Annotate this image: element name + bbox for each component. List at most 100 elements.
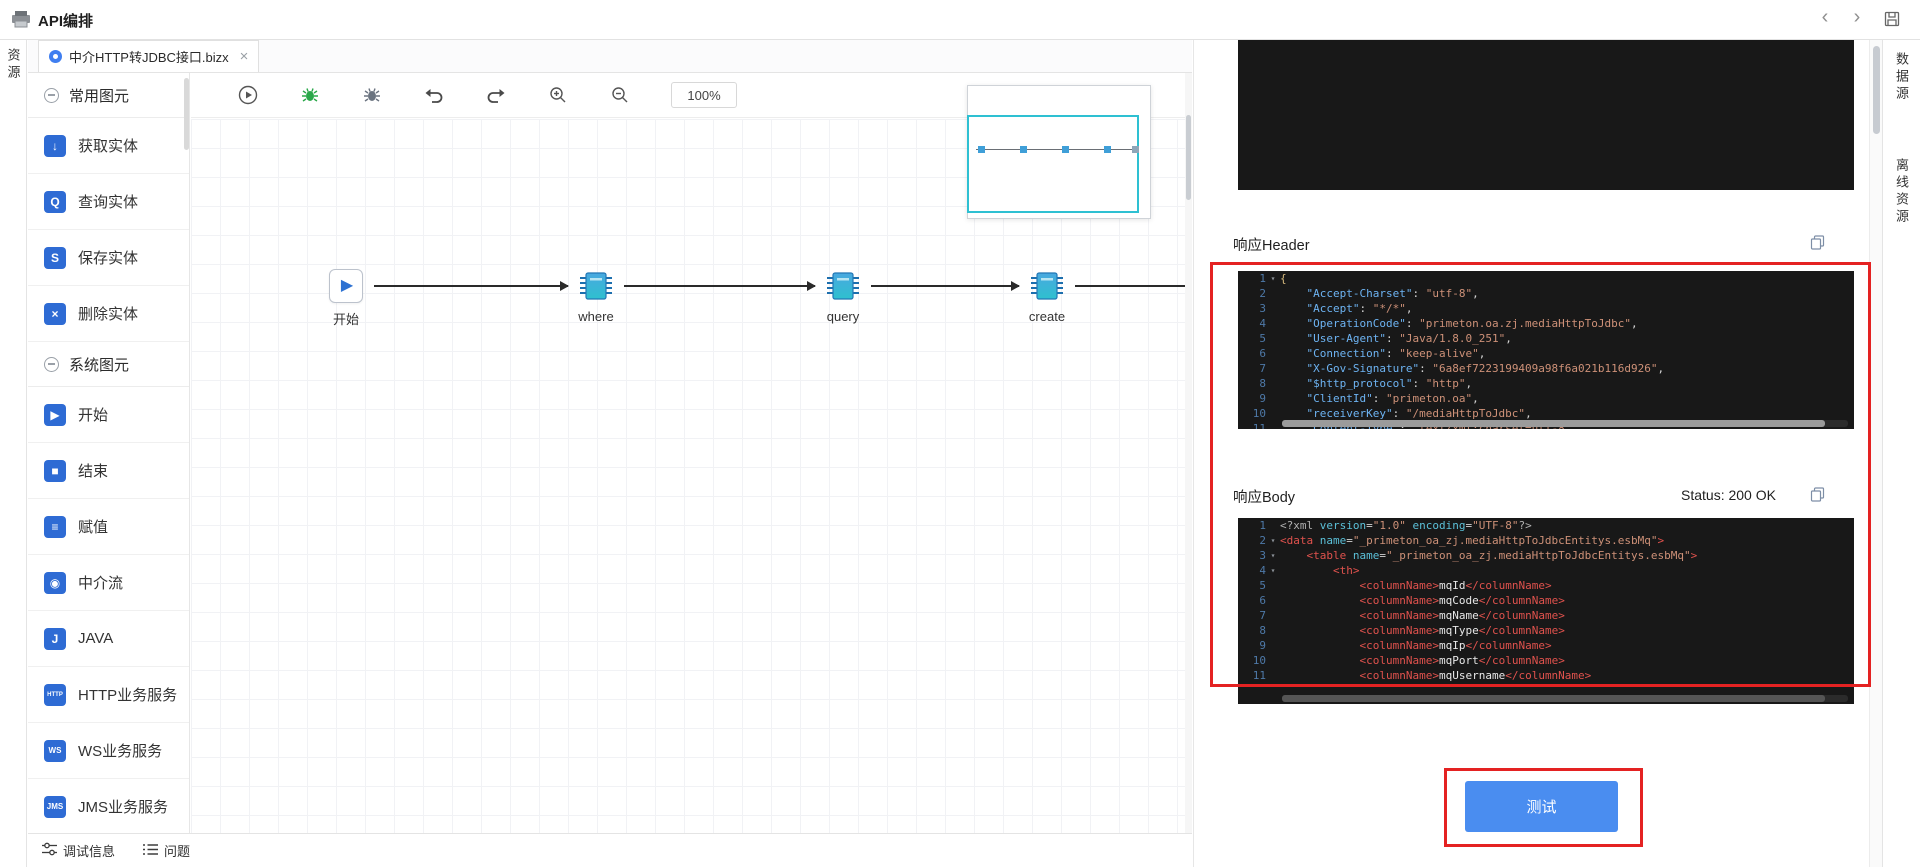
palette-item-label: JMS业务服务 bbox=[78, 799, 169, 816]
canvas-scrollbar[interactable] bbox=[1185, 73, 1192, 833]
minimap-node bbox=[1020, 146, 1027, 153]
response-header-code[interactable]: 1▾{2 "Accept-Charset": "utf-8",3 "Accept… bbox=[1238, 271, 1854, 429]
right-rail: 数据源 离线资源 bbox=[1882, 40, 1920, 867]
bug-gray-icon[interactable] bbox=[361, 84, 383, 106]
flow-node-create[interactable]: create bbox=[1019, 269, 1075, 324]
response-body-code[interactable]: 1<?xml version="1.0" encoding="UTF-8"?>2… bbox=[1238, 518, 1854, 704]
rail-tab-offline[interactable]: 离线资源 bbox=[1894, 158, 1909, 226]
minimap-edge bbox=[976, 149, 1136, 150]
flow-node-where[interactable]: where bbox=[568, 269, 624, 324]
flow-row: ▶ 开始 where query create bbox=[318, 269, 1185, 328]
code-line: 5 <columnName>mqId</columnName> bbox=[1259, 579, 1552, 592]
rail-tab-resources[interactable]: 资源 bbox=[5, 48, 21, 82]
start-node-icon: ▶ bbox=[329, 269, 363, 303]
palette-item-label: HTTP业务服务 bbox=[78, 687, 178, 704]
flow-node-label: query bbox=[826, 309, 860, 324]
nav-forward-icon[interactable]: › bbox=[1853, 6, 1861, 28]
response-status: Status: 200 OK bbox=[1681, 487, 1776, 503]
flow-node-query[interactable]: query bbox=[815, 269, 871, 324]
code-line: 9 "ClientId": "primeton.oa", bbox=[1259, 392, 1479, 405]
test-button[interactable]: 测试 bbox=[1465, 781, 1618, 832]
request-code-preview[interactable] bbox=[1238, 40, 1854, 190]
scrollbar-thumb[interactable] bbox=[1873, 46, 1880, 134]
tab-bar: 中介HTTP转JDBC接口.bizx × bbox=[28, 40, 1192, 73]
code-line: 6 "Connection": "keep-alive", bbox=[1259, 347, 1486, 360]
palette-item-label: 保存实体 bbox=[78, 250, 139, 267]
java-icon: J bbox=[44, 627, 66, 650]
palette-item-query-entity[interactable]: Q 查询实体 bbox=[28, 174, 189, 230]
save-icon[interactable] bbox=[1884, 11, 1900, 30]
chip-icon bbox=[827, 272, 859, 300]
palette-scrollbar[interactable] bbox=[184, 78, 189, 150]
inspector-panel: 响应Header 1▾{2 "Accept-Charset": "utf-8",… bbox=[1193, 40, 1871, 867]
copy-icon[interactable] bbox=[1810, 487, 1825, 505]
palette-item-label: 查询实体 bbox=[78, 194, 139, 211]
flow-node-start[interactable]: ▶ 开始 bbox=[318, 269, 374, 328]
flow-canvas[interactable]: ▶ 开始 where query create bbox=[191, 119, 1185, 833]
minimap-node bbox=[1104, 146, 1111, 153]
minimap-node bbox=[1062, 146, 1069, 153]
palette-item-mediation-flow[interactable]: ◉中介流 bbox=[28, 555, 189, 611]
bug-green-icon[interactable] bbox=[299, 84, 321, 106]
code-line: 3 "Accept": "*/*", bbox=[1259, 302, 1413, 315]
palette-item-assign[interactable]: ≡赋值 bbox=[28, 499, 189, 555]
flow-node-label: 开始 bbox=[332, 312, 359, 327]
jms-service-icon: JMS bbox=[44, 795, 66, 818]
zoom-level[interactable]: 100% bbox=[671, 82, 737, 108]
palette-item-delete-entity[interactable]: ×删除实体 bbox=[28, 286, 189, 342]
code-line: 1<?xml version="1.0" encoding="UTF-8"?> bbox=[1259, 519, 1532, 532]
palette-item-jms-service[interactable]: JMS JMS业务服务 bbox=[28, 779, 189, 833]
code-line: 7 <columnName>mqName</columnName> bbox=[1259, 609, 1565, 622]
code-line: 11 <columnName>mqUsername</columnName> bbox=[1252, 669, 1592, 682]
editor-tab-label: 中介HTTP转JDBC接口.bizx bbox=[69, 50, 229, 65]
zoom-out-icon[interactable] bbox=[609, 84, 631, 106]
query-entity-icon: Q bbox=[44, 190, 66, 213]
palette-item-end[interactable]: ■结束 bbox=[28, 443, 189, 499]
redo-icon[interactable] bbox=[485, 84, 507, 106]
palette-item-http-service[interactable]: HTTP HTTP业务服务 bbox=[28, 667, 189, 723]
flow-connector bbox=[871, 281, 1020, 291]
start-icon: ▶ bbox=[44, 403, 66, 426]
run-debug-icon[interactable] bbox=[237, 84, 259, 106]
scrollbar-thumb[interactable] bbox=[1186, 115, 1191, 200]
undo-icon[interactable] bbox=[423, 84, 445, 106]
palette-item-label: 中介流 bbox=[78, 575, 124, 592]
minimap[interactable] bbox=[967, 85, 1151, 219]
code-line: 6 <columnName>mqCode</columnName> bbox=[1259, 594, 1565, 607]
palette-item-get-entity[interactable]: ↓获取实体 bbox=[28, 118, 189, 174]
code-line: 4▾ <th> bbox=[1259, 564, 1360, 577]
code-line: 10 "receiverKey": "/mediaHttpToJdbc", bbox=[1252, 407, 1532, 420]
nav-back-icon[interactable]: ‹ bbox=[1821, 6, 1829, 28]
palette-item-start[interactable]: ▶开始 bbox=[28, 387, 189, 443]
palette-item-label: 结束 bbox=[78, 463, 109, 480]
horizontal-scrollbar[interactable] bbox=[1282, 695, 1848, 702]
flow-connector bbox=[374, 281, 569, 291]
response-header-label: 响应Header bbox=[1233, 238, 1310, 254]
palette-item-label: 删除实体 bbox=[78, 306, 139, 323]
palette-group-header[interactable]: 系统图元 bbox=[28, 342, 189, 387]
zoom-in-icon[interactable] bbox=[547, 84, 569, 106]
copy-icon[interactable] bbox=[1810, 235, 1825, 253]
issues-button[interactable]: 问题 bbox=[143, 841, 190, 860]
code-line: 10 <columnName>mqPort</columnName> bbox=[1252, 654, 1565, 667]
panel-scrollbar[interactable] bbox=[1869, 40, 1882, 867]
left-rail: 资源 bbox=[0, 40, 27, 867]
http-service-icon: HTTP bbox=[44, 683, 66, 706]
horizontal-scrollbar[interactable] bbox=[1282, 420, 1848, 427]
response-body-label: 响应Body bbox=[1233, 490, 1296, 506]
tab-close-icon[interactable]: × bbox=[239, 48, 249, 65]
app-logo-icon bbox=[10, 9, 32, 32]
bizx-file-icon bbox=[49, 50, 62, 63]
rail-tab-datasource[interactable]: 数据源 bbox=[1894, 52, 1909, 103]
debug-info-button[interactable]: 调试信息 bbox=[42, 841, 115, 860]
code-line: 7 "X-Gov-Signature": "6a8ef7223199409a98… bbox=[1259, 362, 1665, 375]
flow-node-label: create bbox=[1028, 309, 1066, 324]
assign-icon: ≡ bbox=[44, 515, 66, 538]
minimap-viewport[interactable] bbox=[967, 115, 1139, 213]
palette-group-header[interactable]: 常用图元 bbox=[28, 73, 189, 118]
editor-tab[interactable]: 中介HTTP转JDBC接口.bizx × bbox=[38, 40, 260, 72]
